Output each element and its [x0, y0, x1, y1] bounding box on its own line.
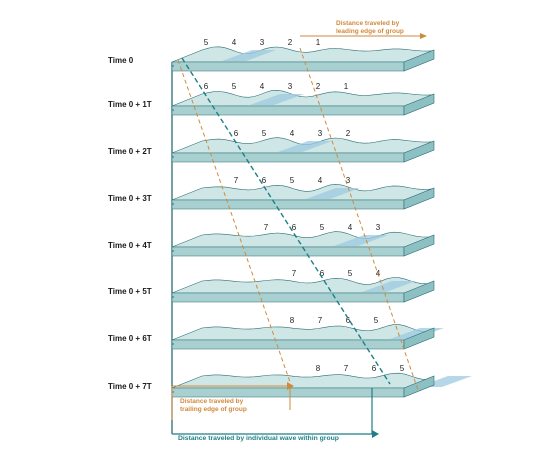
- crest-number: 6: [234, 129, 239, 138]
- slab-wave-highlight: [278, 141, 332, 152]
- crest-number: 4: [232, 38, 237, 47]
- crest-number: 2: [316, 82, 321, 91]
- individual-wave-arrowhead: [372, 430, 379, 438]
- crest-number: 4: [348, 223, 353, 232]
- crest-number: 5: [262, 129, 267, 138]
- trailing-edge-path-line: [177, 59, 291, 383]
- slab-top-surface: [171, 277, 435, 294]
- individual-wave-note-text: Distance traveled by individual wave wit…: [178, 435, 339, 442]
- crest-number: 4: [318, 176, 323, 185]
- crest-number: 5: [374, 316, 379, 325]
- trailing-edge-arrowhead: [287, 382, 294, 390]
- trailing-edge-note: Distance traveled by trailing edge of gr…: [180, 398, 247, 414]
- crest-number: 1: [344, 82, 349, 91]
- time-label: Time 0 + 6T: [108, 334, 152, 343]
- slab-front-face: [171, 199, 405, 210]
- crest-number: 7: [344, 364, 349, 373]
- slab-wave-highlight: [334, 235, 388, 246]
- time-label: Time 0 + 2T: [108, 147, 152, 156]
- time-label: Time 0 + 5T: [108, 287, 152, 296]
- crest-number: 5: [320, 223, 325, 232]
- slab-front-face: [171, 61, 405, 72]
- time-label: Time 0 + 4T: [108, 241, 152, 250]
- crest-number: 2: [288, 38, 293, 47]
- slab-top-surface: [171, 231, 435, 248]
- slab-front-face: [171, 339, 405, 350]
- time-label: Time 0 + 1T: [108, 100, 152, 109]
- crest-number: 6: [372, 364, 377, 373]
- time-label: Time 0: [108, 56, 134, 65]
- crest-number: 4: [290, 129, 295, 138]
- individual-wave-note: Distance traveled by individual wave wit…: [178, 435, 339, 443]
- slab-top-surface: [171, 89, 435, 107]
- crest-number: 3: [318, 129, 323, 138]
- slab-front-face: [171, 292, 405, 303]
- crest-number: 8: [290, 316, 295, 325]
- crest-number: 5: [232, 82, 237, 91]
- time-label: Time 0 + 7T: [108, 382, 152, 391]
- crest-number: 3: [346, 176, 351, 185]
- leading-edge-note: Distance traveled by leading edge of gro…: [336, 20, 404, 36]
- crest-number: 3: [376, 223, 381, 232]
- individual-wave-path-line: [181, 57, 391, 385]
- leading-edge-note-line1: Distance traveled by: [336, 20, 400, 27]
- crest-number: 5: [348, 269, 353, 278]
- leading-edge-arrowhead: [420, 33, 427, 39]
- trailing-edge-note-line2: trailing edge of group: [180, 406, 247, 413]
- crest-number: 7: [234, 176, 239, 185]
- slab-front-face: [171, 152, 405, 163]
- trailing-edge-note-line1: Distance traveled by: [180, 398, 244, 405]
- crest-number: 6: [204, 82, 209, 91]
- crest-number: 8: [316, 364, 321, 373]
- time-label: Time 0 + 3T: [108, 194, 152, 203]
- crest-number: 5: [204, 38, 209, 47]
- crest-number: 2: [346, 129, 351, 138]
- slab-side-face: [403, 49, 435, 72]
- crest-number: 4: [260, 82, 265, 91]
- slab-top-surface: [171, 372, 435, 389]
- slab-side-face: [403, 280, 435, 303]
- crest-number: 7: [318, 316, 323, 325]
- crest-number: 6: [292, 223, 297, 232]
- leading-edge-note-line2: leading edge of group: [336, 28, 404, 35]
- crest-number: 6: [262, 176, 267, 185]
- slab-front-face: [171, 105, 405, 116]
- slab-side-face: [403, 327, 435, 350]
- slab-side-face: [403, 375, 435, 398]
- slab-side-face: [403, 234, 435, 257]
- crest-number: 7: [264, 223, 269, 232]
- slab-wave-highlight: [306, 188, 360, 199]
- slab-wave-highlight: [250, 94, 304, 105]
- slab-side-face: [403, 187, 435, 210]
- slab-wave-highlight: [222, 50, 276, 61]
- crest-number: 3: [260, 38, 265, 47]
- crest-number: 1: [316, 38, 321, 47]
- crest-number: 5: [290, 176, 295, 185]
- slab-wave-highlight: [362, 281, 416, 292]
- slab-top-surface: [171, 183, 435, 201]
- slab-side-face: [403, 140, 435, 163]
- leading-edge-path-line: [299, 47, 419, 391]
- crest-number: 3: [288, 82, 293, 91]
- slab-top-surface: [171, 324, 435, 341]
- crest-number: 6: [320, 269, 325, 278]
- slab-side-face: [403, 93, 435, 116]
- slab-top-surface: [171, 46, 435, 63]
- crest-number: 6: [346, 316, 351, 325]
- crest-number: 5: [400, 364, 405, 373]
- crest-number: 7: [292, 269, 297, 278]
